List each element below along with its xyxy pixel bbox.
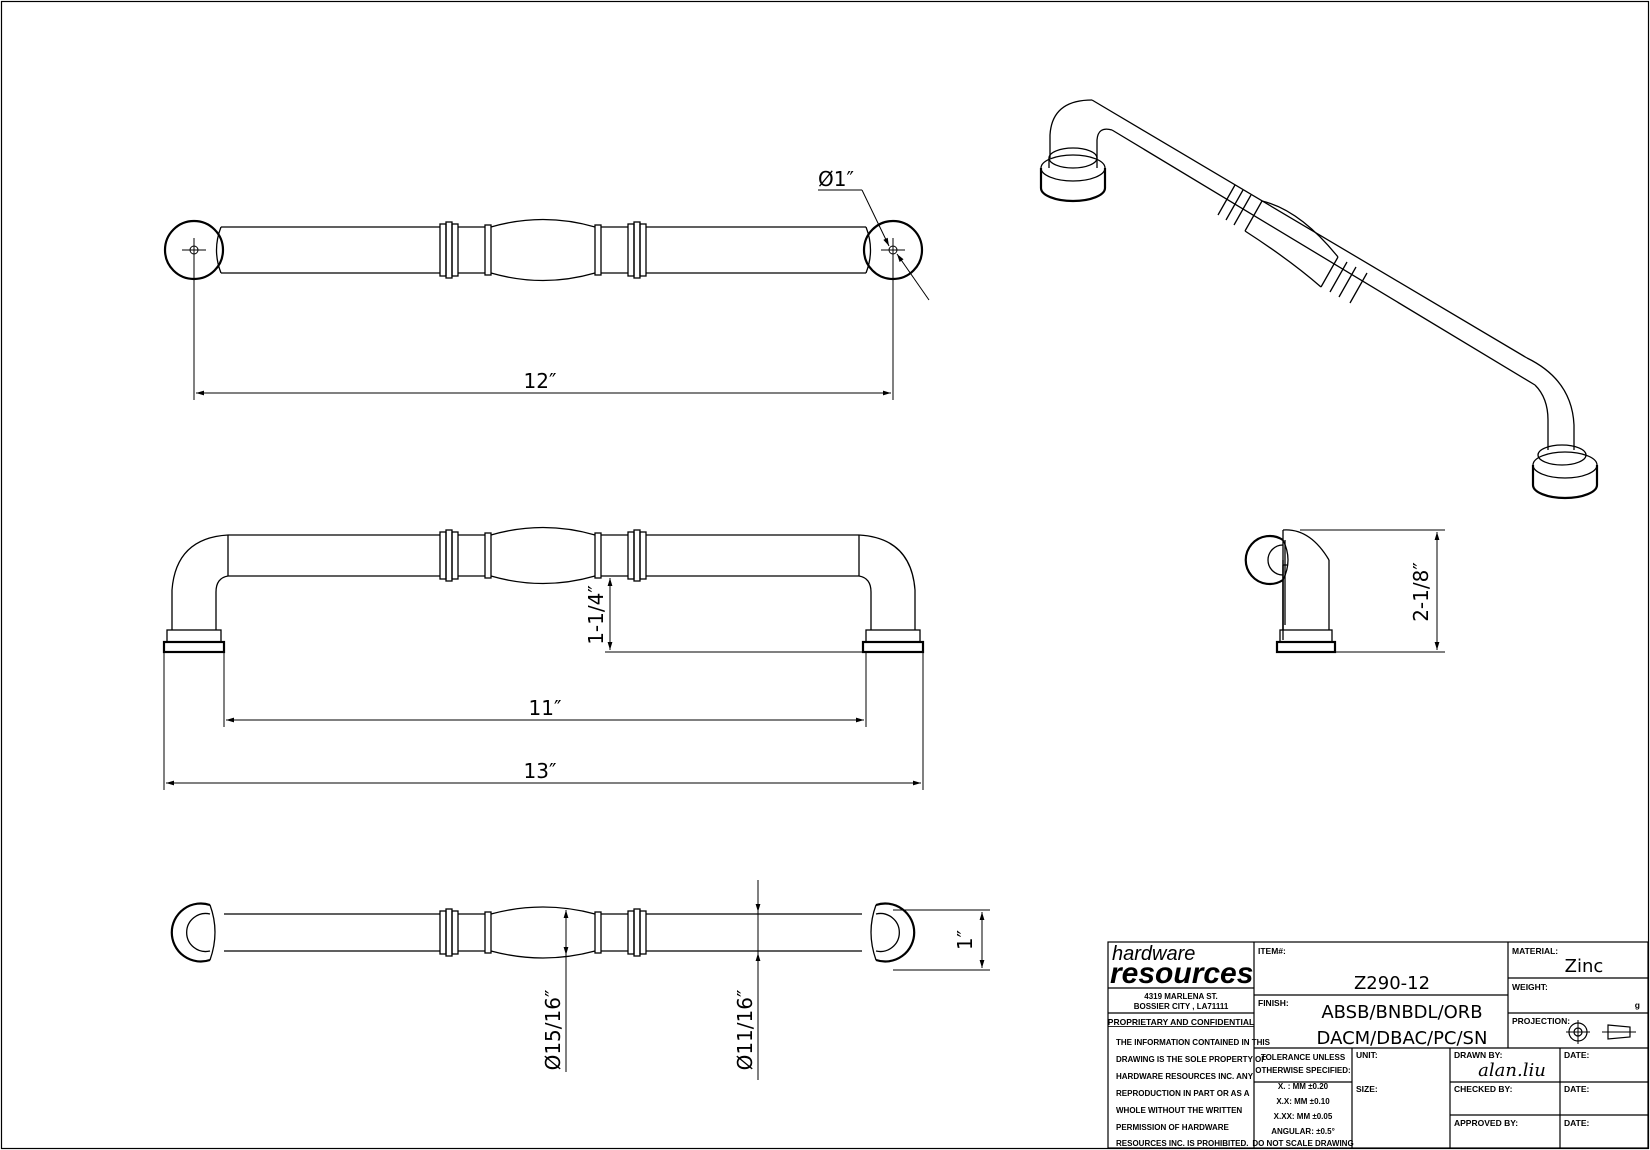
top-length-dimension: 12″: [193, 250, 894, 400]
svg-text:DRAWING IS THE SOLE PROPERTY O: DRAWING IS THE SOLE PROPERTY OF: [1116, 1055, 1266, 1064]
svg-text:OTHERWISE SPECIFIED:: OTHERWISE SPECIFIED:: [1255, 1066, 1350, 1075]
checked-by-label: CHECKED BY:: [1454, 1084, 1513, 1094]
logo-hardware: hardware: [1112, 943, 1195, 965]
drawn-by-signature: alan.liu: [1478, 1060, 1546, 1081]
address-line-1: 4319 MARLENA ST.: [1144, 992, 1218, 1001]
notice-text: THE INFORMATION CONTAINED IN THIS DRAWIN…: [1116, 1038, 1271, 1148]
projection-gap-dimension: 1-1/4″: [584, 578, 866, 653]
hole-diameter-label: Ø1″: [818, 167, 854, 191]
finish-line-2: DACM/DBAC/PC/SN: [1317, 1028, 1488, 1049]
date-label-approved: DATE:: [1564, 1118, 1590, 1128]
material-value: Zinc: [1565, 956, 1604, 977]
svg-text:RESOURCES INC. IS PROHIBITED.: RESOURCES INC. IS PROHIBITED.: [1116, 1139, 1248, 1148]
svg-text:PERMISSION OF HARDWARE: PERMISSION OF HARDWARE: [1116, 1123, 1230, 1132]
svg-text:X. : MM ±0.20: X. : MM ±0.20: [1278, 1082, 1329, 1091]
projection-gap-label: 1-1/4″: [584, 585, 608, 645]
tolerance-block: TOLERANCE UNLESS OTHERWISE SPECIFIED: X.…: [1252, 1053, 1353, 1148]
item-value: Z290-12: [1354, 973, 1430, 994]
date-label-drawn: DATE:: [1564, 1050, 1590, 1060]
bottom-height-dimension: 1″: [893, 909, 990, 971]
address-line-2: BOSSIER CITY , LA71111: [1134, 1002, 1229, 1011]
svg-text:TOLERANCE UNLESS: TOLERANCE UNLESS: [1261, 1053, 1346, 1062]
isometric-view: [1039, 99, 1599, 500]
item-label: ITEM#:: [1258, 946, 1286, 956]
bottom-view: [170, 902, 916, 963]
front-overall-dimension: 13″: [163, 652, 924, 790]
material-label: MATERIAL:: [1512, 946, 1558, 956]
svg-text:HARDWARE RESOURCES INC. ANY: HARDWARE RESOURCES INC. ANY: [1116, 1072, 1254, 1081]
size-label: SIZE:: [1356, 1084, 1378, 1094]
logo-resources: resources: [1110, 957, 1253, 990]
weight-unit: g: [1635, 1000, 1640, 1010]
front-span-dimension: 11″: [223, 652, 867, 727]
svg-text:X.XX: MM ±0.05: X.XX: MM ±0.05: [1274, 1112, 1333, 1121]
weight-label: WEIGHT:: [1512, 982, 1548, 992]
center-diameter-dimension: Ø15/16″: [541, 910, 569, 1072]
svg-text:DO NOT SCALE DRAWING: DO NOT SCALE DRAWING: [1252, 1139, 1353, 1148]
finish-line-1: ABSB/BNBDL/ORB: [1321, 1002, 1482, 1023]
unit-label: UNIT:: [1356, 1050, 1378, 1060]
bar-diameter-label: Ø11/16″: [733, 990, 757, 1071]
date-label-checked: DATE:: [1564, 1084, 1590, 1094]
bottom-height-label: 1″: [953, 930, 977, 950]
projection-label: PROJECTION:: [1512, 1016, 1570, 1026]
front-span-label: 11″: [529, 696, 562, 720]
finish-label: FINISH:: [1258, 998, 1289, 1008]
side-view-body: [1275, 529, 1337, 654]
svg-text:X.X: MM ±0.10: X.X: MM ±0.10: [1276, 1097, 1330, 1106]
side-height-label: 2-1/8″: [1409, 562, 1433, 622]
proprietary-heading: PROPRIETARY AND CONFIDENTIAL: [1108, 1017, 1254, 1027]
svg-text:REPRODUCTION IN PART OR AS A: REPRODUCTION IN PART OR AS A: [1116, 1089, 1250, 1098]
bar-diameter-dimension: Ø11/16″: [733, 880, 761, 1080]
side-height-dimension: 2-1/8″: [1300, 529, 1445, 653]
projection-symbol-icon: [1566, 1020, 1636, 1044]
front-overall-label: 13″: [524, 759, 557, 783]
svg-text:ANGULAR: ±0.5°: ANGULAR: ±0.5°: [1271, 1127, 1335, 1136]
svg-text:THE INFORMATION CONTAINED IN T: THE INFORMATION CONTAINED IN THIS: [1116, 1038, 1271, 1047]
side-view: [1244, 530, 1289, 640]
approved-by-label: APPROVED BY:: [1454, 1118, 1518, 1128]
svg-text:WHOLE WITHOUT THE WRITTEN: WHOLE WITHOUT THE WRITTEN: [1116, 1106, 1242, 1115]
title-block: [1107, 941, 1649, 1149]
top-length-label: 12″: [524, 369, 557, 393]
center-diameter-label: Ø15/16″: [541, 990, 565, 1071]
front-view: [162, 526, 925, 654]
top-view: [163, 218, 924, 282]
drawn-by-label: DRAWN BY:: [1454, 1050, 1503, 1060]
hole-diameter-dimension: Ø1″: [818, 167, 930, 301]
